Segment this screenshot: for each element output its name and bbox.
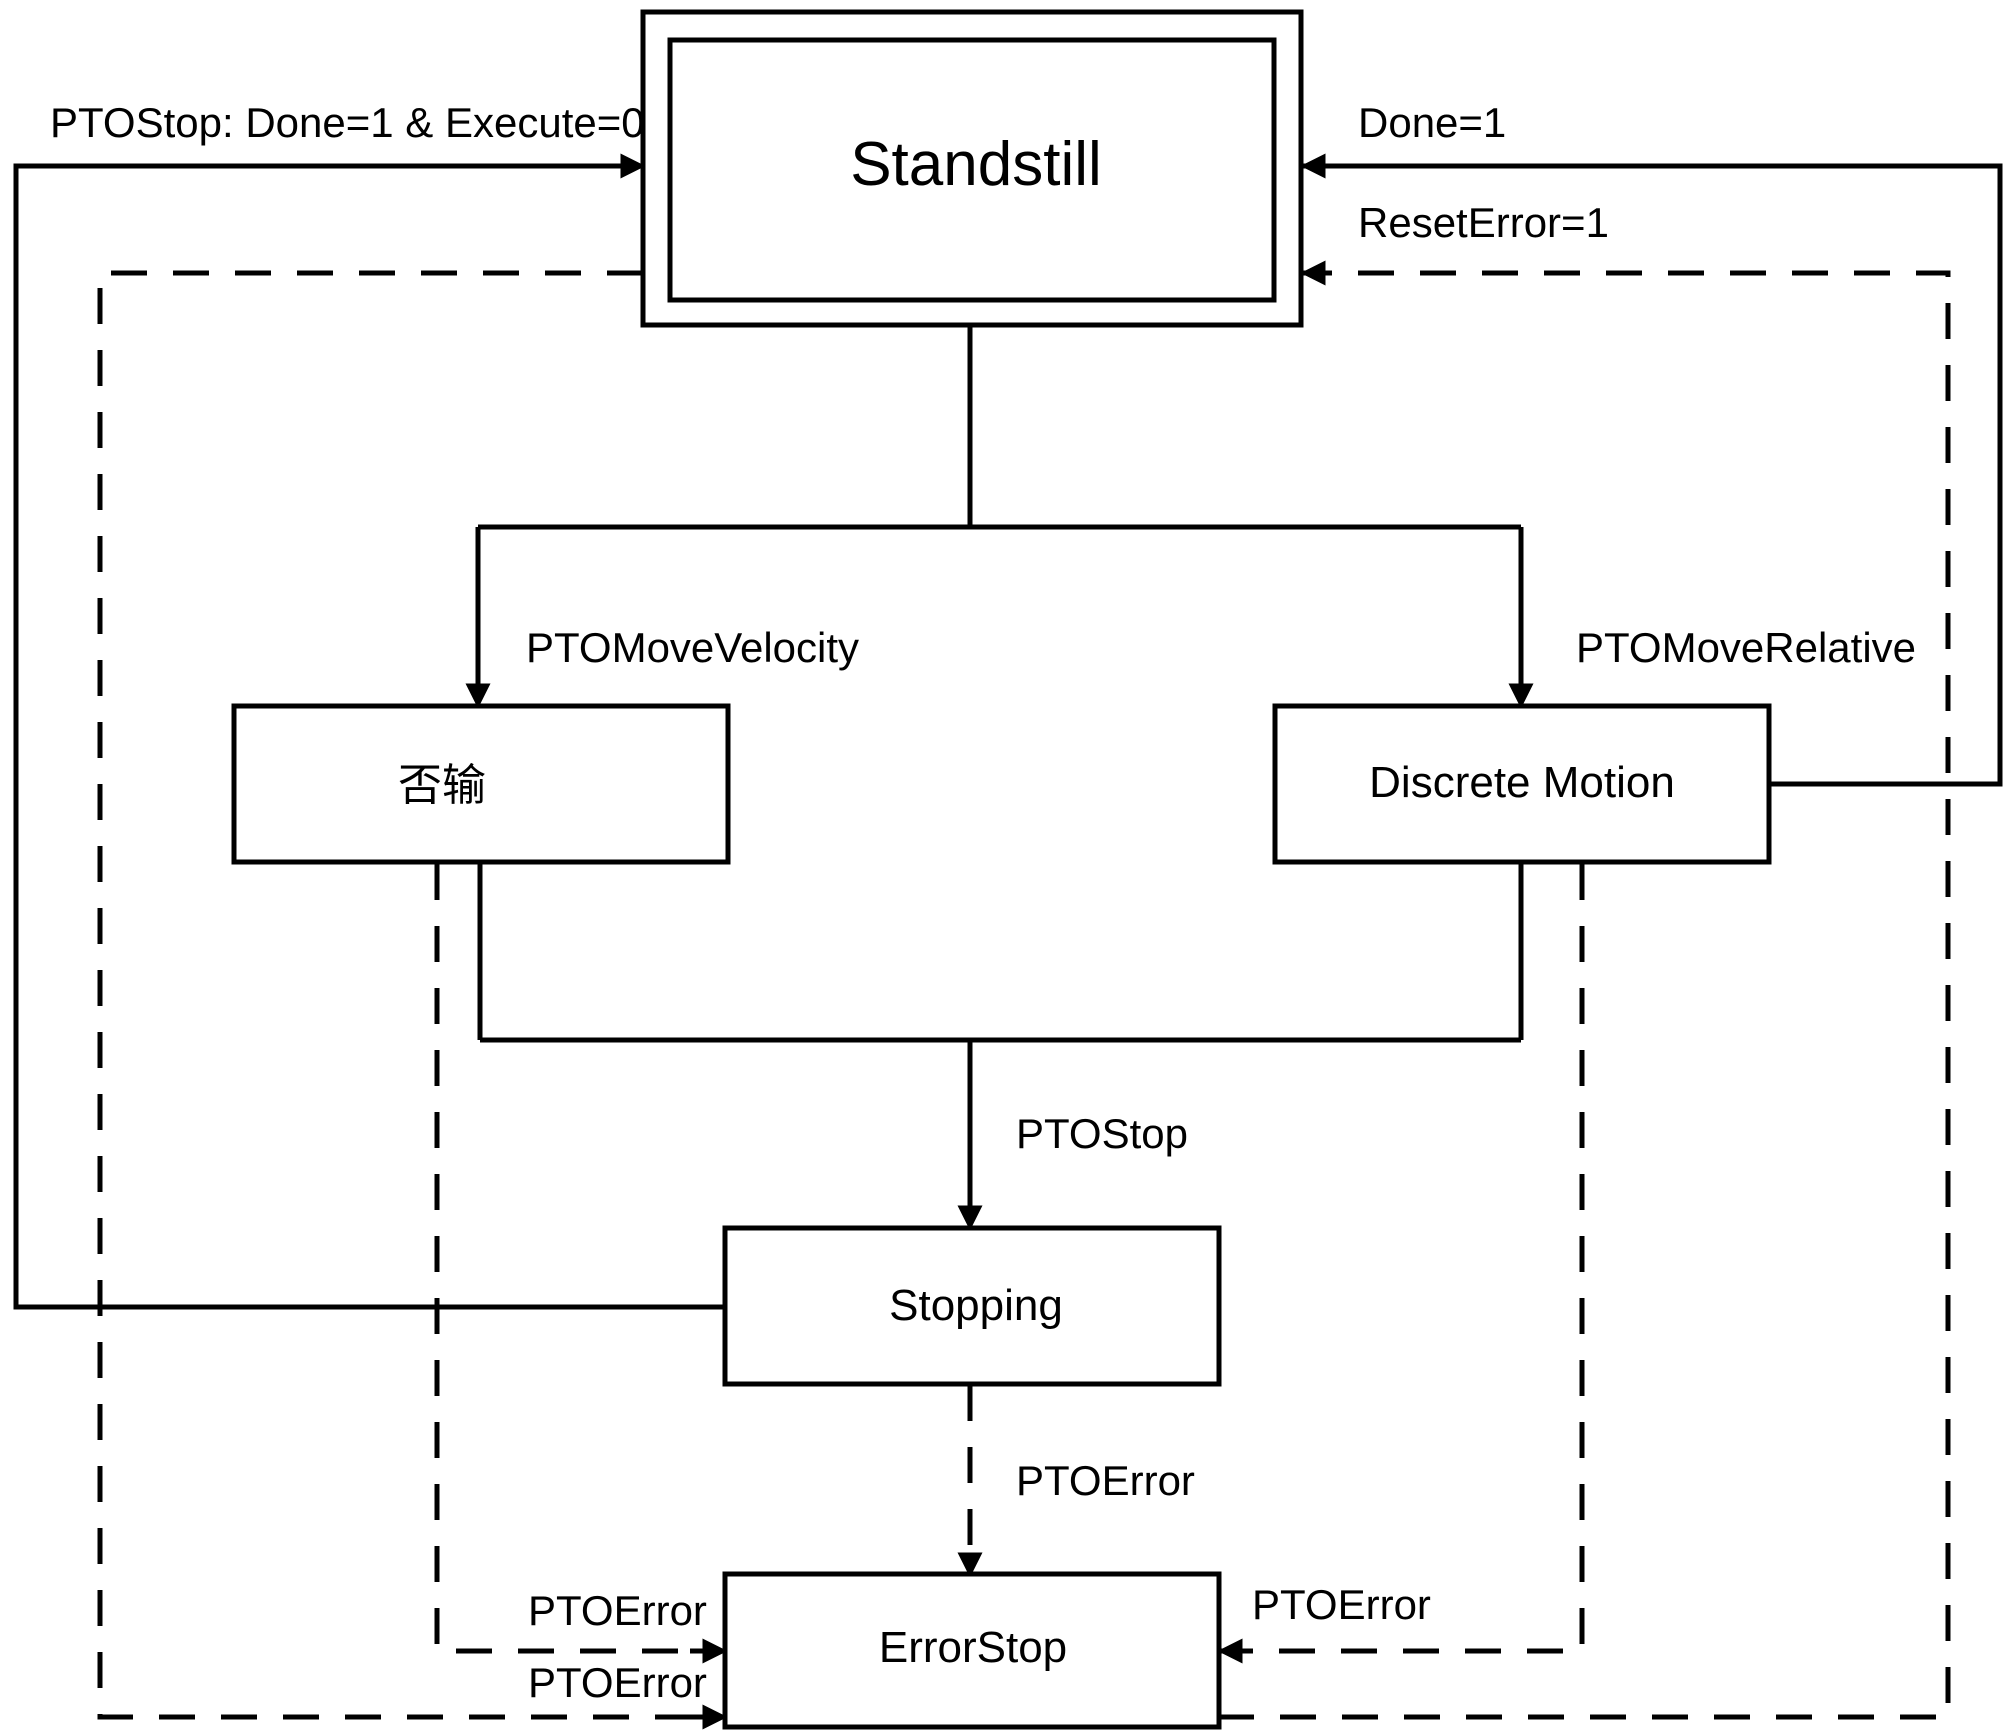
- dashed-discrete-to-errorstop: [1223, 864, 1585, 1654]
- label-stop-done: PTOStop: Done=1 & Execute=0: [50, 99, 645, 146]
- label-pto-stop: PTOStop: [1016, 1110, 1188, 1157]
- dashed-continuous-to-errorstop: [434, 864, 720, 1654]
- label-error-from-stopping: PTOError: [1016, 1457, 1195, 1504]
- standstill-label: Standstill: [850, 130, 1102, 199]
- state-continuous: 否输: [231, 703, 731, 865]
- label-move-velocity: PTOMoveVelocity: [526, 624, 859, 671]
- label-reset-error: ResetError=1: [1358, 199, 1609, 246]
- errorstop-box: [722, 1571, 1222, 1730]
- label-error-from-discrete: PTOError: [1252, 1581, 1431, 1628]
- transition-labels: PTOStop: Done=1 & Execute=0 Done=1 Reset…: [50, 99, 1916, 1706]
- arrow-discrete-to-standstill: [1300, 153, 2003, 787]
- stopping-label: Stopping: [889, 1281, 1063, 1330]
- state-stopping: Stopping: [722, 1225, 1222, 1387]
- standstill-inner-border: [667, 37, 1277, 303]
- stopping-box: [722, 1225, 1222, 1387]
- errorstop-label: ErrorStop: [879, 1623, 1067, 1672]
- continuous-label: 否输: [398, 760, 486, 811]
- discrete-label: Discrete Motion: [1369, 758, 1675, 807]
- label-error-from-continuous: PTOError: [528, 1587, 707, 1634]
- discrete-box: [1272, 703, 1772, 865]
- continuous-box: [231, 703, 731, 865]
- label-error-from-outer: PTOError: [528, 1659, 707, 1706]
- arrow-errorstop-to-standstill: [1218, 260, 1951, 1720]
- state-discrete-motion: Discrete Motion: [1272, 703, 1772, 865]
- state-standstill: Standstill: [640, 9, 1304, 328]
- outer-dashed-left: [97, 270, 725, 1720]
- dashed-transitions: [97, 260, 1951, 1730]
- solid-transitions: [13, 153, 2003, 1310]
- state-errorstop: ErrorStop: [722, 1571, 1222, 1730]
- label-done: Done=1: [1358, 99, 1506, 146]
- label-move-relative: PTOMoveRelative: [1576, 624, 1916, 671]
- arrow-stopping-to-standstill: [13, 153, 725, 1310]
